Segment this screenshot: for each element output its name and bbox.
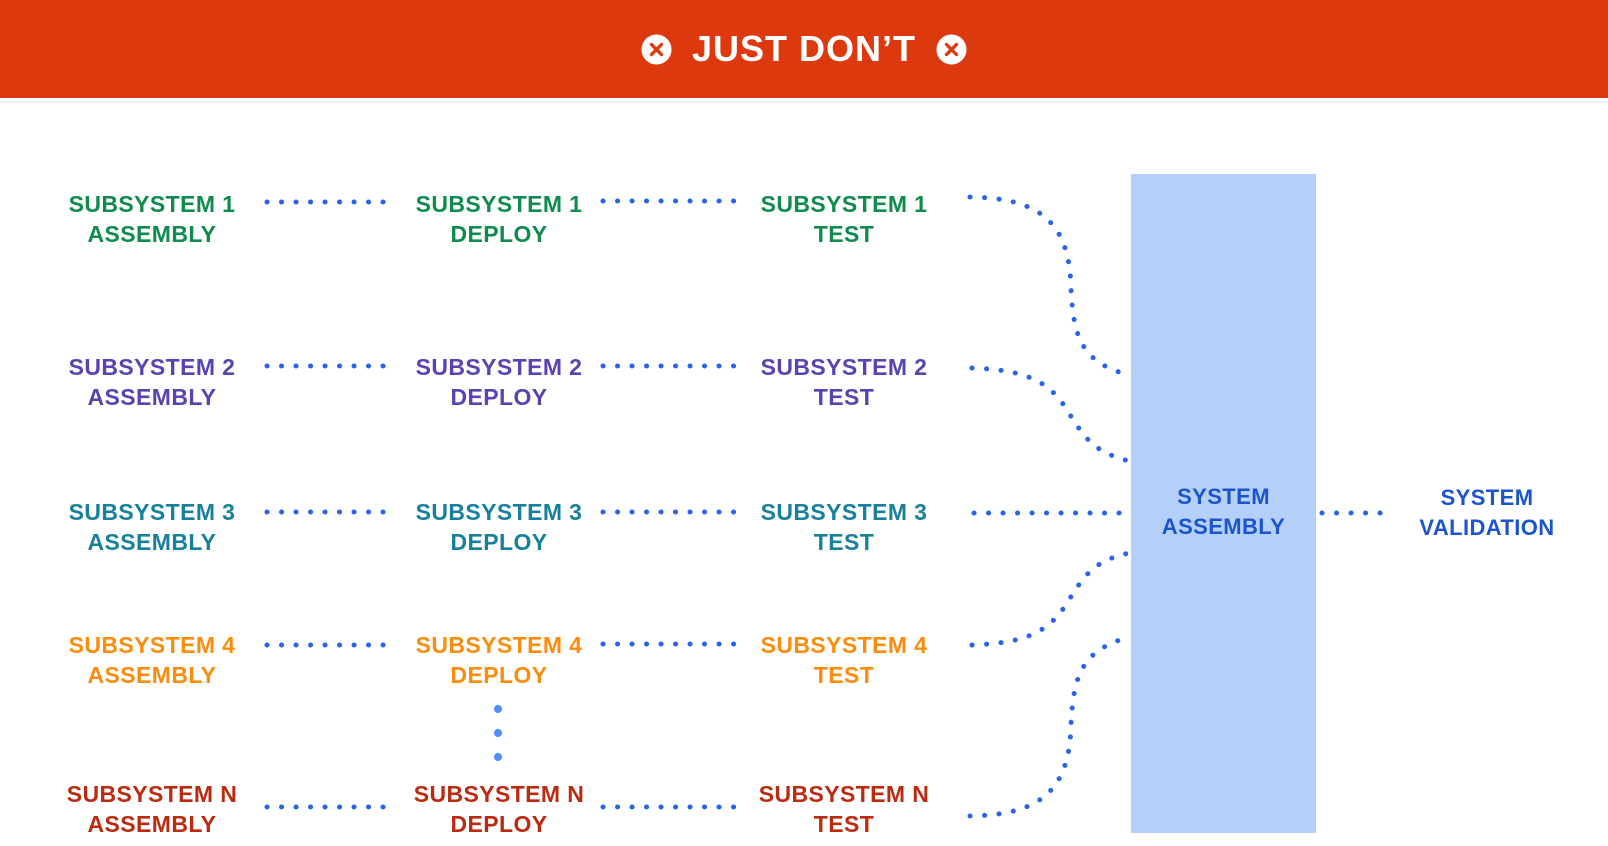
node-line2: ASSEMBLY: [87, 221, 217, 247]
node-line1: SUBSYSTEM 2: [415, 354, 583, 380]
node-line2: DEPLOY: [450, 811, 548, 837]
node-subsystem-n-test: SUBSYSTEM N TEST: [684, 779, 1004, 839]
node-line1: SUBSYSTEM 4: [68, 632, 236, 658]
node-line2: TEST: [813, 811, 875, 837]
node-subsystem-3-assembly: SUBSYSTEM 3 ASSEMBLY: [0, 497, 312, 557]
node-subsystem-n-assembly: SUBSYSTEM N ASSEMBLY: [0, 779, 312, 839]
node-line1: SUBSYSTEM 2: [760, 354, 928, 380]
node-subsystem-4-test: SUBSYSTEM 4 TEST: [684, 630, 1004, 690]
node-line2: DEPLOY: [450, 221, 548, 247]
node-line1: SUBSYSTEM 3: [415, 499, 583, 525]
node-subsystem-1-deploy: SUBSYSTEM 1 DEPLOY: [339, 189, 659, 249]
node-subsystem-4-deploy: SUBSYSTEM 4 DEPLOY: [339, 630, 659, 690]
x-circle-icon: [936, 33, 967, 65]
node-line2: ASSEMBLY: [87, 384, 217, 410]
node-line2: TEST: [813, 221, 875, 247]
node-line1: SUBSYSTEM N: [66, 781, 238, 807]
x-circle-icon: [641, 33, 672, 65]
node-subsystem-2-assembly: SUBSYSTEM 2 ASSEMBLY: [0, 352, 312, 412]
node-line1: SUBSYSTEM 3: [760, 499, 928, 525]
system-validation-line2: VALIDATION: [1419, 515, 1555, 540]
banner-title: JUST DON’T: [691, 28, 916, 69]
system-validation-label: SYSTEM VALIDATION: [1327, 483, 1608, 543]
node-line2: ASSEMBLY: [87, 811, 217, 837]
node-line1: SUBSYSTEM 4: [760, 632, 928, 658]
node-line1: SUBSYSTEM 4: [415, 632, 583, 658]
node-line2: DEPLOY: [450, 384, 548, 410]
banner: JUST DON’T: [0, 0, 1608, 98]
node-line2: DEPLOY: [450, 529, 548, 555]
node-line1: SUBSYSTEM N: [758, 781, 930, 807]
system-assembly-line2: ASSEMBLY: [1161, 514, 1286, 539]
node-line1: SUBSYSTEM 3: [68, 499, 236, 525]
node-line1: SUBSYSTEM 1: [415, 191, 583, 217]
node-line2: TEST: [813, 384, 875, 410]
node-line2: ASSEMBLY: [87, 529, 217, 555]
node-line2: TEST: [813, 662, 875, 688]
node-line1: SUBSYSTEM 1: [68, 191, 236, 217]
node-subsystem-1-assembly: SUBSYSTEM 1 ASSEMBLY: [0, 189, 312, 249]
node-line2: DEPLOY: [450, 662, 548, 688]
system-assembly-line1: SYSTEM: [1177, 484, 1270, 509]
node-subsystem-2-test: SUBSYSTEM 2 TEST: [684, 352, 1004, 412]
node-line1: SUBSYSTEM N: [413, 781, 585, 807]
system-assembly-label: SYSTEM ASSEMBLY: [1131, 482, 1316, 542]
node-line1: SUBSYSTEM 1: [760, 191, 928, 217]
node-subsystem-2-deploy: SUBSYSTEM 2 DEPLOY: [339, 352, 659, 412]
vertical-ellipsis-icon: [494, 705, 502, 761]
node-subsystem-3-deploy: SUBSYSTEM 3 DEPLOY: [339, 497, 659, 557]
node-subsystem-1-test: SUBSYSTEM 1 TEST: [684, 189, 1004, 249]
node-line1: SUBSYSTEM 2: [68, 354, 236, 380]
system-validation-line1: SYSTEM: [1440, 485, 1534, 510]
node-subsystem-4-assembly: SUBSYSTEM 4 ASSEMBLY: [0, 630, 312, 690]
node-line2: ASSEMBLY: [87, 662, 217, 688]
system-assembly-box: [1131, 174, 1316, 833]
node-subsystem-n-deploy: SUBSYSTEM N DEPLOY: [339, 779, 659, 839]
node-subsystem-3-test: SUBSYSTEM 3 TEST: [684, 497, 1004, 557]
node-line2: TEST: [813, 529, 875, 555]
